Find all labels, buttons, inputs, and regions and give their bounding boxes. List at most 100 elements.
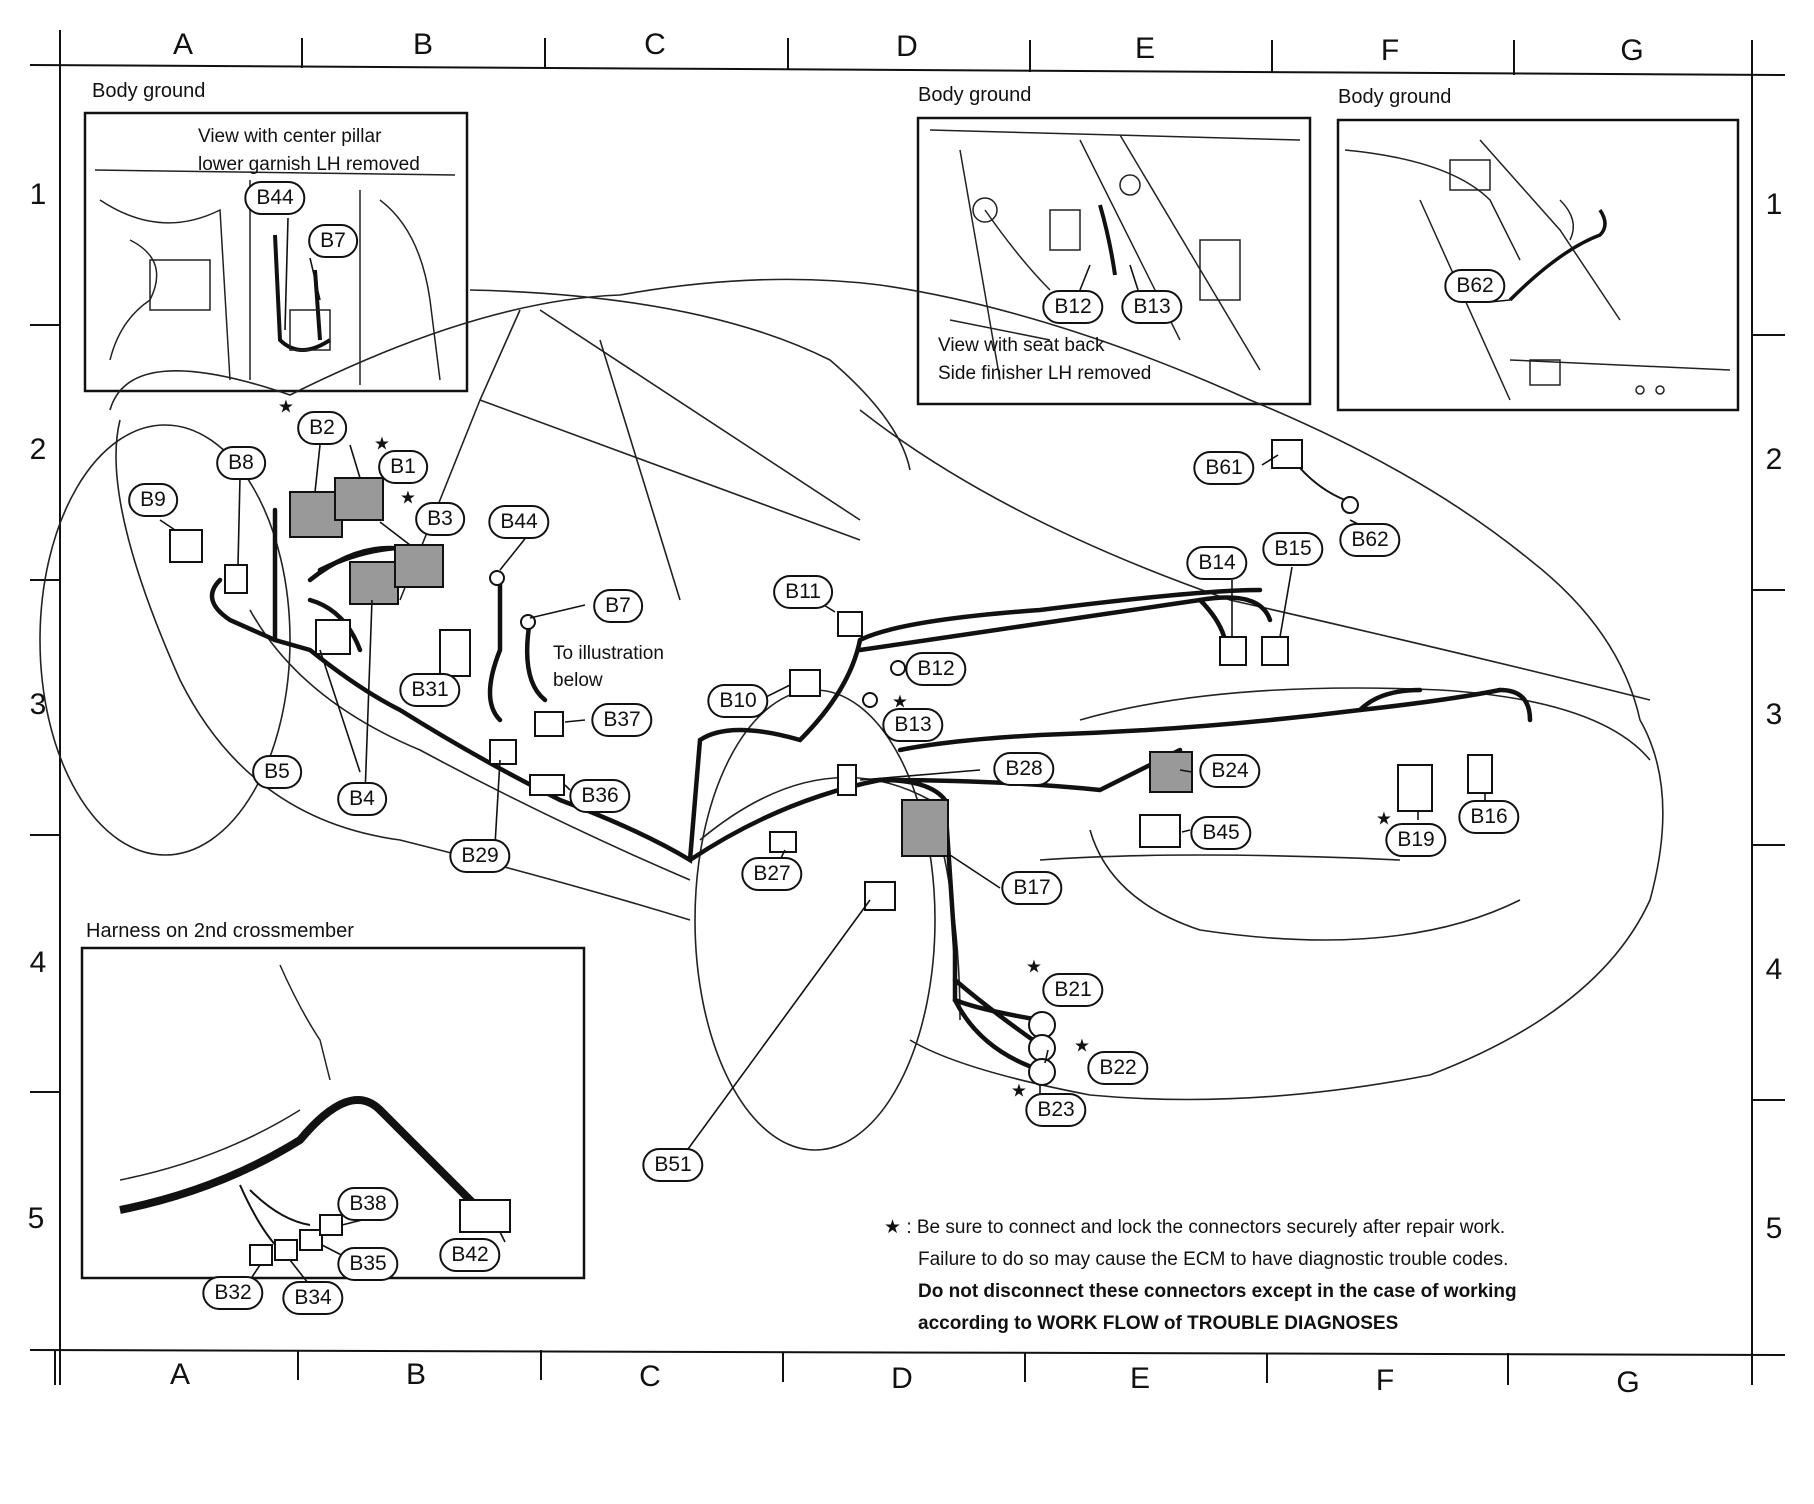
label-b12: B12 [905,652,967,686]
star-b2: ★ [277,396,295,417]
to-illustration-line2: below [553,670,603,691]
label-b27: B27 [741,857,803,891]
connector-b1-shape [334,477,384,521]
connector-b3-shape [394,544,444,588]
label-b61: B61 [1193,451,1255,485]
connector-b5-shape [315,619,351,655]
label-b4: B4 [337,782,387,816]
grid-row-1-left: 1 [29,178,47,211]
inset-frame-crossmember [80,946,586,1280]
connector-b61-shape [1271,439,1303,469]
ground-b12-shape [890,660,906,676]
repair-note: ★ : Be sure to connect and lock the conn… [884,1212,1517,1340]
grid-col-f-top: F [1380,34,1400,67]
connector-b31-shape [439,629,471,677]
grid-row-4-left: 4 [29,946,47,979]
grid-col-g-top: G [1620,34,1644,67]
star-b22: ★ [1073,1035,1091,1056]
label-inset-b7: B7 [308,224,358,258]
connector-b17-shape [901,799,949,857]
connector-b45-shape [1139,814,1181,848]
label-b17: B17 [1001,871,1063,905]
label-b28: B28 [993,752,1055,786]
crossmember-harness [119,964,511,1266]
connector-b42-shape [459,1199,511,1233]
label-b37: B37 [591,703,653,737]
connector-b22-shape [1028,1034,1056,1062]
grid-col-b-top: B [412,28,433,61]
label-inset-b44: B44 [244,181,306,215]
main-harness [209,507,1533,1073]
grid-row-5-left: 5 [27,1202,45,1235]
inset-frame-middle [916,116,1312,406]
label-b44: B44 [488,505,550,539]
label-b62: B62 [1339,523,1401,557]
label-b11: B11 [773,575,833,609]
grid-col-c-bottom: C [639,1360,661,1393]
label-b23: B23 [1025,1093,1087,1127]
ground-b62-shape [1341,496,1359,514]
inset-right-sketch [1344,139,1731,401]
note-line4: according to WORK FLOW of TROUBLE DIAGNO… [918,1313,1399,1334]
connector-b15-shape [1261,636,1289,666]
connector-b34-shape [274,1239,298,1261]
label-b34: B34 [282,1281,344,1315]
inset-left-title: Body ground [92,80,206,102]
label-b3: B3 [415,502,465,536]
label-inset-b13: B13 [1121,290,1183,324]
label-b8: B8 [216,446,266,480]
connector-b4-shape [349,561,399,605]
grid-col-b-bottom: B [405,1358,426,1391]
label-b7: B7 [593,589,643,623]
label-b45: B45 [1190,816,1252,850]
inset-right-title: Body ground [1338,86,1452,108]
label-b10: B10 [707,684,769,718]
label-b42: B42 [439,1238,501,1272]
grid-row-3-left: 3 [29,688,47,721]
star-b19: ★ [1375,808,1393,829]
connector-b11-shape [837,611,863,637]
frame-lines [29,30,1786,1385]
grid-col-g-bottom: G [1616,1366,1640,1399]
label-b1: B1 [378,450,428,484]
note-line2: Failure to do so may cause the ECM to ha… [918,1249,1509,1270]
label-b32: B32 [202,1276,264,1310]
grid-col-a-top: A [172,28,193,61]
label-b35: B35 [337,1247,399,1281]
grid-col-f-bottom: F [1375,1364,1395,1397]
label-b24: B24 [1199,754,1261,788]
note-line1: : Be sure to connect and lock the connec… [906,1217,1506,1238]
grid-row-5-right: 5 [1765,1212,1783,1245]
b61-lead [1299,467,1346,501]
connector-b36-shape [529,774,565,796]
label-b2: B2 [297,411,347,445]
connector-b2-shape [289,491,343,538]
ground-b13-shape [862,692,878,708]
connector-b8-shape [224,564,248,594]
grid-col-d-bottom: D [891,1362,913,1395]
label-b16: B16 [1458,800,1520,834]
star-b21: ★ [1025,956,1043,977]
star-b23: ★ [1010,1080,1028,1101]
label-b29: B29 [449,839,511,873]
inset-middle-caption-2: Side finisher LH removed [938,363,1152,384]
inset-frame-right [1336,118,1740,412]
label-b36: B36 [569,779,631,813]
note-line3: Do not disconnect these connectors excep… [918,1281,1517,1302]
connector-b37-shape [534,711,564,737]
connector-b38-shape [319,1214,343,1236]
ground-b44-shape [489,570,505,586]
grid-row-2-right: 2 [1765,443,1783,476]
connector-b29-shape [489,739,517,765]
label-b9: B9 [128,483,178,517]
connector-b32-shape [249,1244,273,1266]
connector-b23-shape [1028,1058,1056,1086]
label-b19: B19 [1385,823,1447,857]
label-b13: B13 [882,708,944,742]
connector-b10-shape [789,669,821,697]
connector-shapes [169,439,1493,1086]
inset-middle-title: Body ground [918,84,1032,106]
label-inset-b62: B62 [1444,269,1506,303]
label-inset-b12: B12 [1042,290,1104,324]
